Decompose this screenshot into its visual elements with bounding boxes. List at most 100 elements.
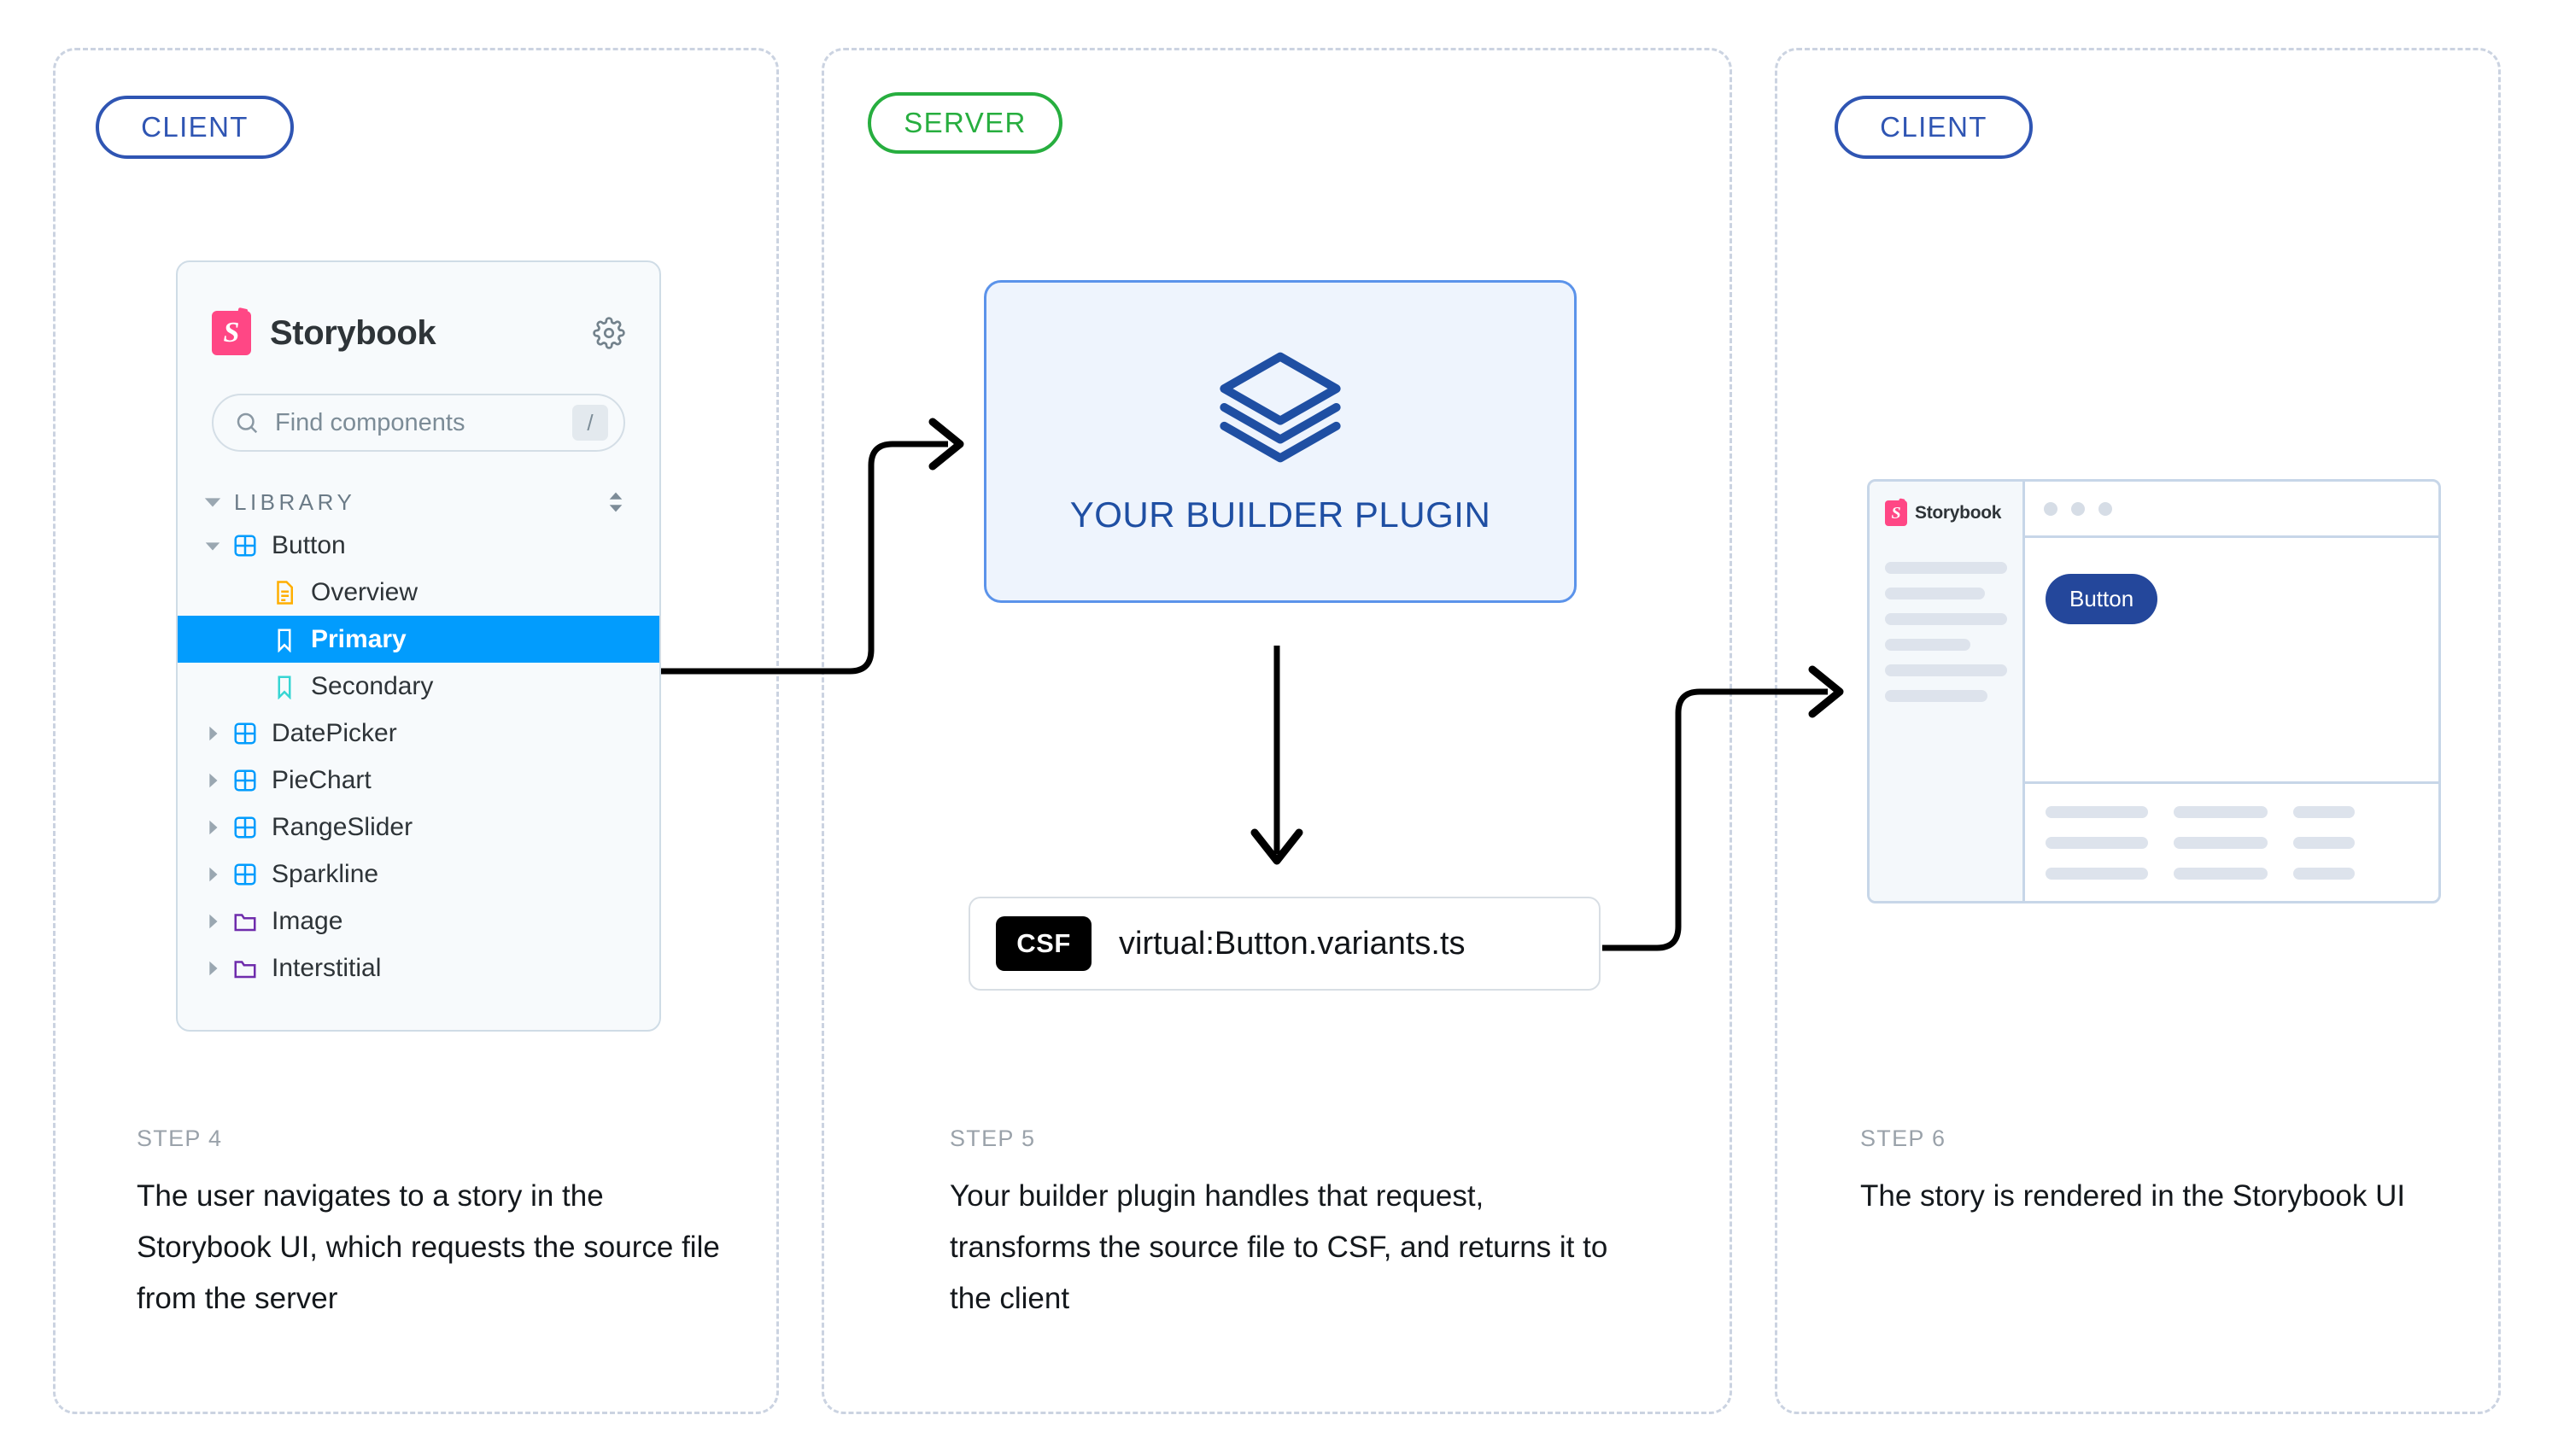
tree-row-image[interactable]: Image bbox=[178, 898, 659, 944]
step-4-body: The user navigates to a story in the Sto… bbox=[137, 1179, 720, 1316]
component-grid-icon bbox=[232, 862, 258, 887]
tree-row-label: Primary bbox=[311, 624, 407, 653]
mock-main: Button bbox=[2025, 482, 2438, 901]
browser-mock: S Storybook Button bbox=[1867, 479, 2441, 903]
window-dot-icon bbox=[2098, 501, 2112, 516]
role-badge-client-2: CLIENT bbox=[1835, 96, 2033, 159]
component-grid-icon bbox=[232, 768, 258, 793]
tree-row-primary[interactable]: Primary bbox=[178, 616, 659, 663]
tree-row-sparkline[interactable]: Sparkline bbox=[178, 851, 659, 898]
column-panel-client-1 bbox=[53, 48, 779, 1414]
skeleton-bar bbox=[2174, 836, 2268, 849]
role-badge-server: SERVER bbox=[868, 92, 1062, 154]
storybook-logo-letter: S bbox=[1891, 504, 1901, 523]
role-badge-client-1: CLIENT bbox=[96, 96, 294, 159]
mock-addons-panel bbox=[2025, 781, 2438, 901]
folder-icon bbox=[232, 909, 258, 934]
step-5-kicker: STEP 5 bbox=[950, 1126, 1036, 1151]
mock-brand-label: Storybook bbox=[1915, 503, 2002, 523]
tree-section-label: LIBRARY bbox=[234, 488, 356, 515]
search-input[interactable]: Find components / bbox=[212, 394, 625, 452]
step-6-kicker: STEP 6 bbox=[1860, 1126, 1946, 1151]
skeleton-bar bbox=[2046, 836, 2148, 849]
tree-row-label: Image bbox=[272, 906, 343, 935]
chevron-down-icon bbox=[204, 498, 221, 507]
addon-skeleton-column bbox=[2174, 805, 2268, 880]
step-6-caption: STEP 6 The story is rendered in the Stor… bbox=[1860, 1126, 2441, 1222]
tree-row-label: Secondary bbox=[311, 671, 434, 700]
tree-row-label: RangeSlider bbox=[272, 812, 413, 841]
skeleton-bar bbox=[2293, 805, 2355, 818]
window-dot-icon bbox=[2044, 501, 2057, 516]
window-dot-icon bbox=[2071, 501, 2085, 516]
tree-row-label: Sparkline bbox=[272, 859, 379, 888]
storybook-logo-icon: S bbox=[1885, 500, 1907, 526]
tree-row-label: PieChart bbox=[272, 765, 372, 794]
layers-stack-icon bbox=[1220, 352, 1341, 463]
chevron-right-icon bbox=[209, 867, 218, 881]
search-icon bbox=[237, 412, 258, 434]
csf-format-badge: CSF bbox=[996, 916, 1092, 971]
tree-row-datepicker[interactable]: DatePicker bbox=[178, 710, 659, 757]
bookmark-icon bbox=[272, 627, 297, 652]
builder-plugin-label: YOUR BUILDER PLUGIN bbox=[1069, 494, 1491, 535]
folder-icon bbox=[232, 956, 258, 981]
builder-plugin-card: YOUR BUILDER PLUGIN bbox=[984, 280, 1577, 603]
tree-row-piechart[interactable]: PieChart bbox=[178, 757, 659, 804]
csf-box: CSF virtual:Button.variants.ts bbox=[969, 897, 1601, 991]
chevron-right-icon bbox=[209, 773, 218, 787]
tree-row-secondary[interactable]: Secondary bbox=[178, 663, 659, 710]
step-4-kicker: STEP 4 bbox=[137, 1126, 223, 1151]
bookmark-icon bbox=[272, 674, 297, 699]
component-grid-icon bbox=[232, 721, 258, 746]
skeleton-bar bbox=[1885, 639, 1971, 651]
skeleton-bar bbox=[2174, 867, 2268, 880]
addon-skeleton-column bbox=[2293, 805, 2355, 880]
chevron-right-icon bbox=[209, 961, 218, 975]
skeleton-bar bbox=[1885, 664, 2007, 676]
chevron-right-icon bbox=[209, 914, 218, 928]
skeleton-bar bbox=[2293, 867, 2355, 880]
tree-section-library[interactable]: LIBRARY bbox=[178, 482, 659, 522]
tree-row-label: DatePicker bbox=[272, 718, 397, 747]
skeleton-bar bbox=[2293, 836, 2355, 849]
tree-row-label: Button bbox=[272, 530, 346, 559]
skeleton-bar bbox=[2174, 805, 2268, 818]
step-5-body: Your builder plugin handles that request… bbox=[950, 1179, 1608, 1316]
skeleton-bar bbox=[1885, 690, 1988, 702]
skeleton-bar bbox=[1885, 588, 1986, 599]
skeleton-bar bbox=[1885, 562, 2007, 574]
chevron-right-icon bbox=[209, 820, 218, 834]
tree-row-label: Interstitial bbox=[272, 953, 382, 982]
tree-row-button[interactable]: Button bbox=[178, 522, 659, 569]
tree-row-overview[interactable]: Overview bbox=[178, 569, 659, 616]
tree-row-label: Overview bbox=[311, 577, 419, 606]
step-6-body: The story is rendered in the Storybook U… bbox=[1860, 1179, 2406, 1213]
skeleton-bar bbox=[1885, 613, 2007, 625]
storybook-logo-icon: S bbox=[212, 311, 251, 355]
mock-preview-button[interactable]: Button bbox=[2046, 574, 2158, 624]
tree-row-rangeslider[interactable]: RangeSlider bbox=[178, 804, 659, 851]
storybook-sidebar-card: S Storybook Find components / LIBRARY bbox=[176, 260, 661, 1032]
step-5-caption: STEP 5 Your builder plugin handles that … bbox=[950, 1126, 1624, 1325]
mock-sidebar-skeleton bbox=[1885, 562, 2007, 702]
chevron-down-icon bbox=[205, 541, 220, 550]
step-4-caption: STEP 4 The user navigates to a story in … bbox=[137, 1126, 735, 1325]
skeleton-bar bbox=[2046, 867, 2148, 880]
addon-skeleton-column bbox=[2046, 805, 2148, 880]
search-shortcut-key: / bbox=[572, 405, 608, 441]
component-grid-icon bbox=[232, 815, 258, 840]
sort-updown-icon[interactable] bbox=[606, 491, 625, 513]
storybook-title: Storybook bbox=[270, 313, 436, 352]
tree-row-interstitial[interactable]: Interstitial bbox=[178, 944, 659, 991]
storybook-logo-letter: S bbox=[223, 317, 240, 348]
gear-icon[interactable] bbox=[593, 317, 625, 349]
mock-preview-canvas: Button bbox=[2025, 538, 2438, 781]
search-placeholder: Find components bbox=[275, 408, 465, 436]
mock-sidebar: S Storybook bbox=[1870, 482, 2025, 901]
storybook-header: S Storybook bbox=[178, 262, 659, 365]
csf-filename: virtual:Button.variants.ts bbox=[1119, 925, 1466, 962]
chevron-right-icon bbox=[209, 726, 218, 740]
document-icon bbox=[272, 580, 297, 605]
